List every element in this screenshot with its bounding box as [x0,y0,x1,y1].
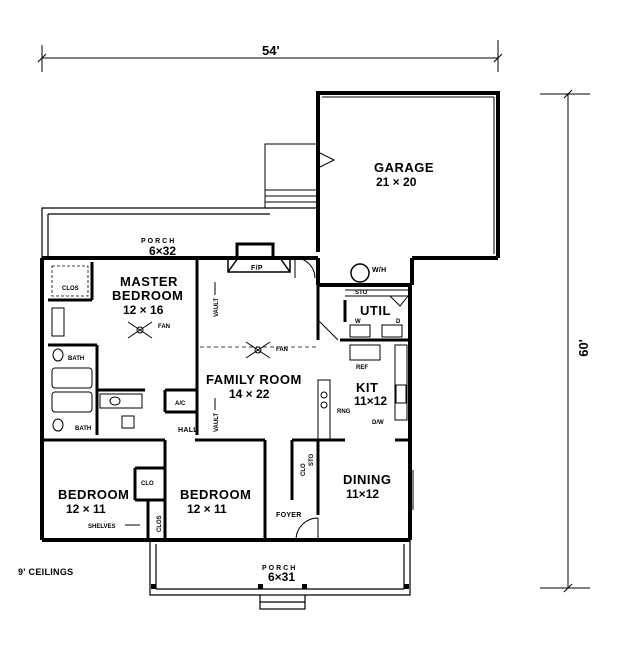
closet-vertical-label-1: CLOS [157,515,163,532]
garage-door-swing [317,151,336,169]
water-heater-label: W/H [372,267,387,274]
foyer-closet-label: CLO [301,463,307,476]
ceilings-note: 9' CEILINGS [18,567,73,577]
depth-dimension [540,89,590,593]
bedroom-1-label: BEDROOM [58,487,129,502]
depth-dimension-label: 60' [576,339,591,357]
ref-label: REF [356,365,368,371]
hall-label: HALL [178,427,198,434]
porch-columns [151,584,409,589]
fireplace-label: F/P [251,265,263,272]
front-porch-label: PORCH [262,565,297,572]
fireplace [227,242,291,273]
width-dimension [37,40,503,72]
util-storage-label: STO [355,290,368,296]
dining-label: DINING [343,472,392,487]
shelves-label: SHELVES [88,524,116,530]
garage-walls [316,91,500,285]
foyer-label: FOYER [276,512,302,519]
master-bedroom-size: 12 × 16 [123,303,164,317]
bedroom-1-size: 12 × 11 [66,502,106,516]
front-porch-outline [149,540,411,610]
ac-label: A/C [175,401,186,407]
master-bedroom-label-1: MASTER [120,274,178,289]
vault-label-1: VAULT [214,298,220,317]
family-fan-label: FAN [276,347,288,353]
bedroom-2-size: 12 × 11 [187,502,227,516]
dryer-label: D [396,319,401,325]
vault-label-2: VAULT [214,413,220,432]
family-fan-icon [245,341,271,359]
family-room-size: 14 × 22 [229,387,270,401]
bedroom-2-label: BEDROOM [180,487,251,502]
bath-label-2: BATH [75,426,91,432]
interior-walls [42,258,410,540]
dining-size: 11×12 [346,487,379,501]
front-door [295,517,319,541]
width-dimension-label: 54' [262,43,280,58]
util-door [317,319,339,341]
range-label: RNG [337,409,351,415]
bath-label-1: BATH [68,356,84,362]
dryer-icon [381,324,403,338]
foyer-storage-label: STO [309,453,315,466]
garage-landing [264,143,318,209]
master-bedroom-label-2: BEDROOM [112,288,183,303]
master-closet-rod [51,265,89,297]
family-room-label: FAMILY ROOM [206,372,302,387]
master-fan-label: FAN [158,324,170,330]
bedroom-closet-label: CLO [141,481,154,487]
bath-fixtures [51,307,143,432]
master-closet-label: CLOS [62,286,79,292]
dishwasher-label: D/W [372,420,384,426]
rear-porch-outline [41,207,318,258]
rear-porch-size: 6×32 [149,244,176,258]
family-door [294,257,316,279]
fan-icon [127,321,153,339]
exterior-walls [40,256,412,542]
util-shelf [345,289,409,307]
washer-icon [349,324,371,338]
rear-porch-label: PORCH [141,238,176,245]
washer-label: W [355,319,361,325]
kitchen-counters [317,344,408,441]
garage-label: GARAGE [374,160,434,175]
kitchen-size: 11×12 [354,394,387,408]
util-label: UTIL [360,303,391,318]
water-heater-icon [350,263,370,283]
front-porch-size: 6×31 [268,570,295,584]
kitchen-label: KIT [356,380,378,395]
garage-size: 21 × 20 [376,175,417,189]
